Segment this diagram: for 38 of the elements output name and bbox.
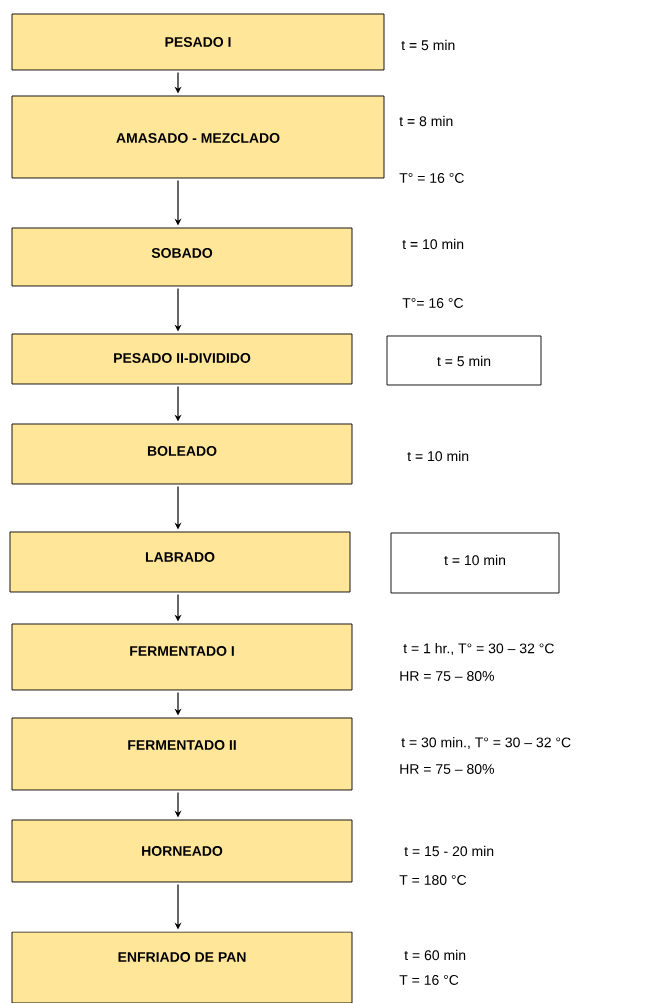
step-note: T = 16 °C	[399, 975, 459, 985]
process-box	[9, 531, 351, 593]
process-box	[11, 95, 385, 179]
step-note: t = 60 min	[404, 949, 466, 961]
step-note: HR = 75 – 80%	[400, 671, 494, 681]
step-note: T° = 16 °C	[399, 173, 464, 183]
node-label: BOLEADO	[147, 446, 217, 456]
process-box	[11, 227, 353, 287]
step-note: HR = 75 – 80%	[400, 764, 494, 774]
process-box	[11, 623, 353, 691]
time-box	[390, 532, 560, 594]
process-box	[11, 423, 353, 485]
node-label: AMASADO - MEZCLADO	[116, 133, 280, 143]
node-label: ENFRIADO DE PAN	[118, 952, 246, 962]
step-note: t = 30 min., T° = 30 – 32 °C	[401, 737, 571, 749]
node-label: PESADO II-DIVIDIDO	[114, 353, 251, 363]
step-note: t = 15 - 20 min	[404, 845, 494, 857]
node-label: t = 10 min	[444, 554, 506, 566]
process-box	[11, 717, 353, 791]
node-label: LABRADO	[145, 552, 215, 562]
node-label: FERMENTADO I	[130, 646, 234, 656]
step-note: t = 8 min	[399, 115, 453, 127]
node-label: FERMENTADO II	[128, 740, 236, 750]
step-note: T = 180 °C	[399, 875, 467, 885]
step-note: T°= 16 °C	[402, 298, 464, 308]
process-box	[11, 13, 385, 71]
node-label: PESADO I	[165, 37, 231, 47]
time-box	[386, 335, 542, 386]
step-note: t = 1 hr., T° = 30 – 32 °C	[403, 643, 554, 655]
step-note: t = 10 min	[407, 450, 469, 462]
step-note: t = 10 min	[402, 238, 464, 250]
node-label: HORNEADO	[142, 846, 223, 856]
node-label: t = 5 min	[437, 355, 491, 367]
node-label: SOBADO	[151, 248, 213, 258]
step-note: t = 5 min	[401, 39, 455, 51]
process-box	[11, 931, 353, 1003]
process-box	[11, 333, 353, 385]
process-box	[11, 819, 353, 883]
